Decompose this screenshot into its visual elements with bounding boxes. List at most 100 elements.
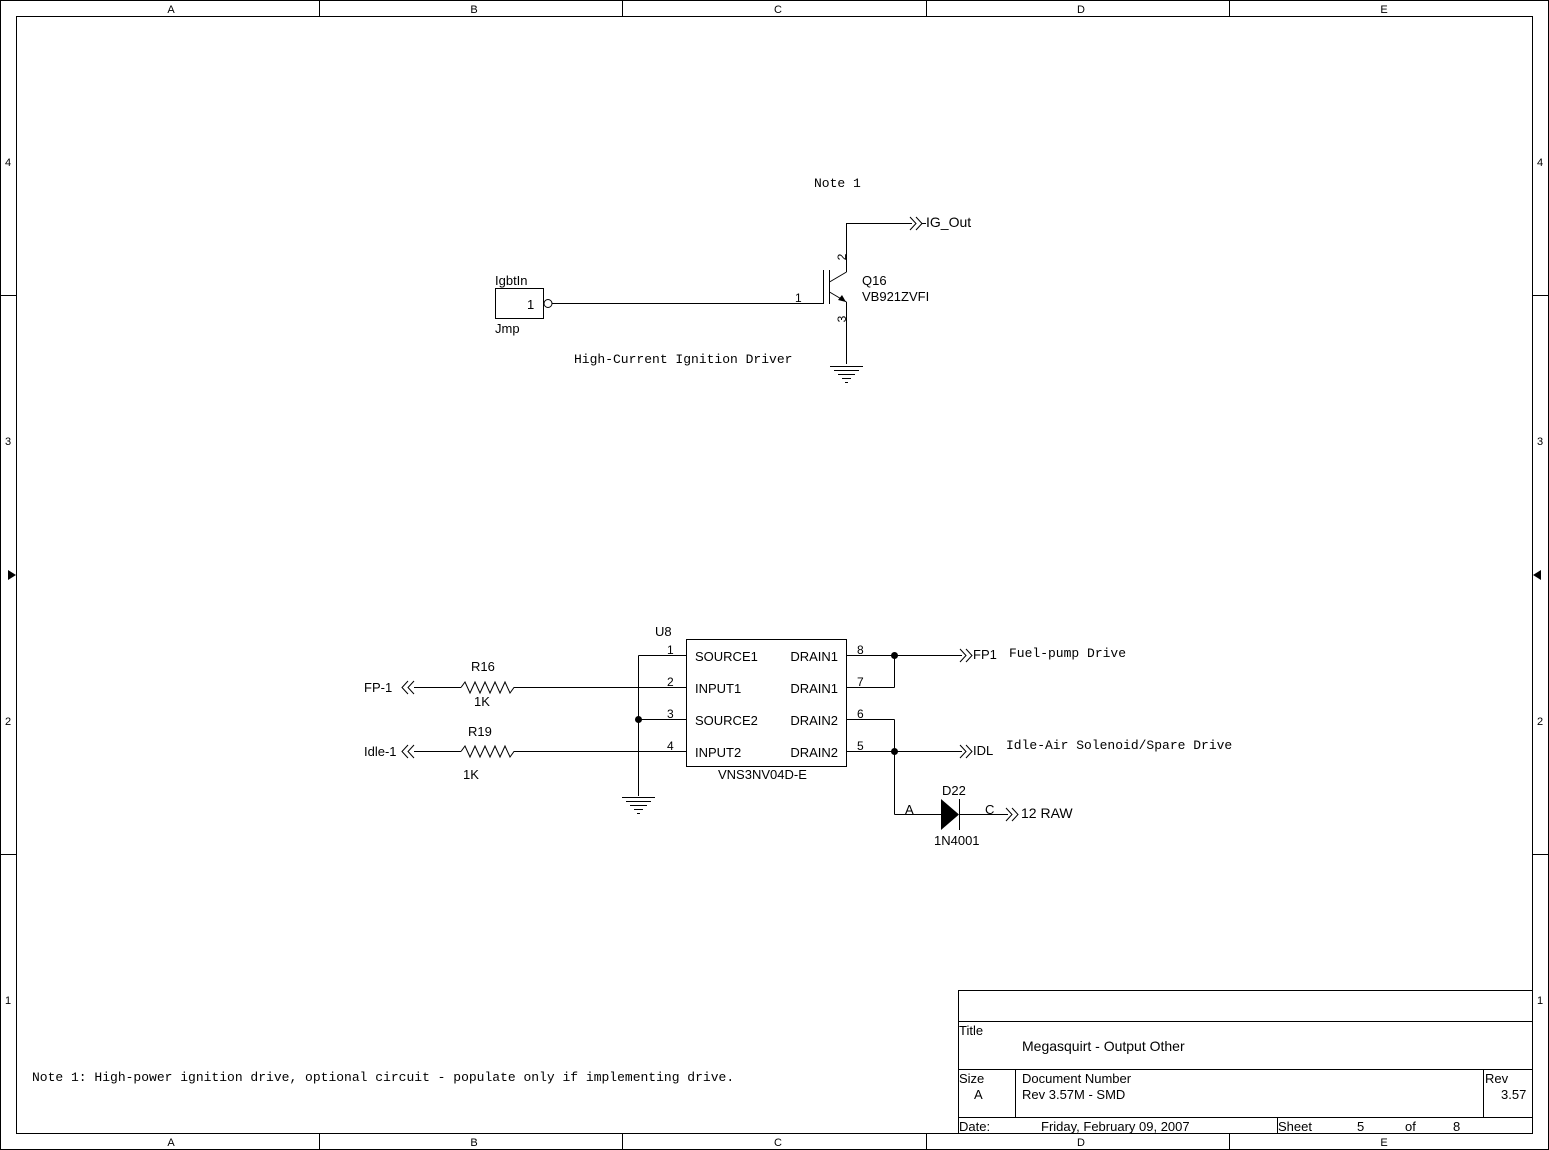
rev-label: Rev	[1485, 1071, 1509, 1086]
ground-icon	[830, 366, 863, 383]
date-label: Date:	[959, 1119, 990, 1134]
u8-value: VNS3NV04D-E	[718, 767, 807, 782]
u8-pin-6-num: 6	[857, 707, 864, 721]
idle-1-label: Idle-1	[364, 744, 397, 759]
u8-pin-8-name: DRAIN1	[790, 649, 838, 664]
docnum-label: Document Number	[1022, 1071, 1132, 1086]
u8-pin-7-num: 7	[857, 675, 864, 689]
u8-pin-2-num: 2	[667, 675, 674, 689]
u8-pin-4-name: INPUT2	[695, 745, 741, 760]
sheet-total: 8	[1453, 1119, 1460, 1134]
col-label-top-d: D	[1077, 4, 1085, 16]
idl-label: IDL	[973, 743, 993, 758]
row-label-left-3: 3	[5, 436, 11, 448]
idle-1-flag-icon	[401, 744, 409, 759]
fp1-flag-icon	[959, 648, 967, 663]
col-label-top-c: C	[774, 4, 782, 16]
u8-pin-1-num: 1	[667, 643, 674, 657]
col-label-bottom-c: C	[774, 1137, 782, 1149]
title-label: Title	[959, 1023, 983, 1038]
jumper-value: Jmp	[495, 321, 520, 336]
fp-1-label: FP-1	[364, 680, 392, 695]
row-label-left-4: 4	[5, 157, 11, 169]
fp-1-flag-icon	[401, 680, 409, 695]
jumper-terminal-icon	[543, 299, 553, 308]
junction-source-dot	[635, 716, 642, 723]
d22-cathode-label: C	[985, 802, 994, 817]
r16-value: 1K	[474, 694, 490, 709]
diode-d22-icon	[941, 799, 959, 830]
d22-value: 1N4001	[934, 833, 980, 848]
sheet-number: 5	[1357, 1119, 1364, 1134]
ig-out-flag-icon	[909, 216, 917, 231]
row-label-right-3: 3	[1537, 436, 1543, 448]
col-label-bottom-d: D	[1077, 1137, 1085, 1149]
u8-ref: U8	[655, 624, 672, 639]
size-value: A	[974, 1087, 983, 1102]
jumper-igbtin-box	[495, 288, 544, 319]
u8-pin-6-name: DRAIN2	[790, 713, 838, 728]
u8-body	[686, 639, 847, 767]
right-center-arrow-icon	[1533, 570, 1541, 580]
jumper-name: IgbtIn	[495, 273, 528, 288]
col-label-bottom-b: B	[470, 1137, 477, 1149]
u8-pin-3-name: SOURCE2	[695, 713, 758, 728]
junction-drain2-dot	[891, 748, 898, 755]
col-label-top-e: E	[1380, 4, 1387, 16]
collector-wire	[846, 223, 912, 272]
row-label-right-2: 2	[1537, 716, 1543, 728]
row-label-left-1: 1	[5, 995, 11, 1007]
ignition-section: Note 1 IG_Out 2 3 1 Q16 VB921ZVFI	[495, 176, 971, 383]
raw-label: 12 RAW	[1021, 805, 1073, 821]
rev-value: 3.57	[1501, 1087, 1526, 1102]
u8-pin-5-num: 5	[857, 739, 864, 753]
col-label-top-b: B	[470, 4, 477, 16]
title-block: Title Megasquirt - Output Other Size A D…	[958, 990, 1533, 1134]
u8-pin-2-name: INPUT1	[695, 681, 741, 696]
d22-ref: D22	[942, 783, 966, 798]
igbt-emitter-arrow-icon	[838, 295, 846, 302]
ig-out-label: IG_Out	[926, 214, 971, 230]
fp1-description: Fuel-pump Drive	[1009, 646, 1126, 661]
u8-pin-5-name: DRAIN2	[790, 745, 838, 760]
resistor-r16-icon	[460, 680, 527, 695]
col-label-top-a: A	[167, 4, 175, 16]
u8-pin-8-num: 8	[857, 643, 864, 657]
jumper-pin: 1	[527, 297, 534, 312]
q16-value: VB921ZVFI	[862, 289, 929, 304]
r19-ref: R19	[468, 724, 492, 739]
row-label-left-2: 2	[5, 716, 11, 728]
sheet-label: Sheet	[1278, 1119, 1312, 1134]
idl-description: Idle-Air Solenoid/Spare Drive	[1006, 738, 1232, 753]
u8-pin-1-name: SOURCE1	[695, 649, 758, 664]
left-center-arrow-icon	[8, 570, 16, 580]
fp1-label: FP1	[973, 647, 997, 662]
igbt-q16-icon	[823, 270, 847, 364]
ignition-caption: High-Current Ignition Driver	[574, 352, 792, 367]
size-label: Size	[959, 1071, 984, 1086]
note-text: Note 1: High-power ignition drive, optio…	[32, 1070, 734, 1085]
q16-ref: Q16	[862, 273, 887, 288]
sheet-of-label: of	[1405, 1119, 1416, 1134]
d22-anode-label: A	[905, 802, 914, 817]
raw-flag-icon	[1005, 807, 1013, 822]
col-label-bottom-e: E	[1380, 1137, 1387, 1149]
q16-pin-2: 2	[835, 253, 849, 260]
q16-pin-3: 3	[835, 315, 849, 322]
col-label-bottom-a: A	[167, 1137, 175, 1149]
r19-value: 1K	[463, 767, 479, 782]
u8-pin-4-num: 4	[667, 739, 674, 753]
resistor-r19-icon	[460, 744, 527, 759]
note-ref: Note 1	[814, 176, 861, 191]
title-value: Megasquirt - Output Other	[1022, 1038, 1185, 1054]
row-label-right-1: 1	[1537, 995, 1543, 1007]
ground-icon	[622, 797, 655, 814]
u8-pin-3-num: 3	[667, 707, 674, 721]
r16-ref: R16	[471, 659, 495, 674]
idl-flag-icon	[959, 744, 967, 759]
date-value: Friday, February 09, 2007	[1041, 1119, 1190, 1134]
junction-drain1-dot	[891, 652, 898, 659]
u8-pin-7-name: DRAIN1	[790, 681, 838, 696]
